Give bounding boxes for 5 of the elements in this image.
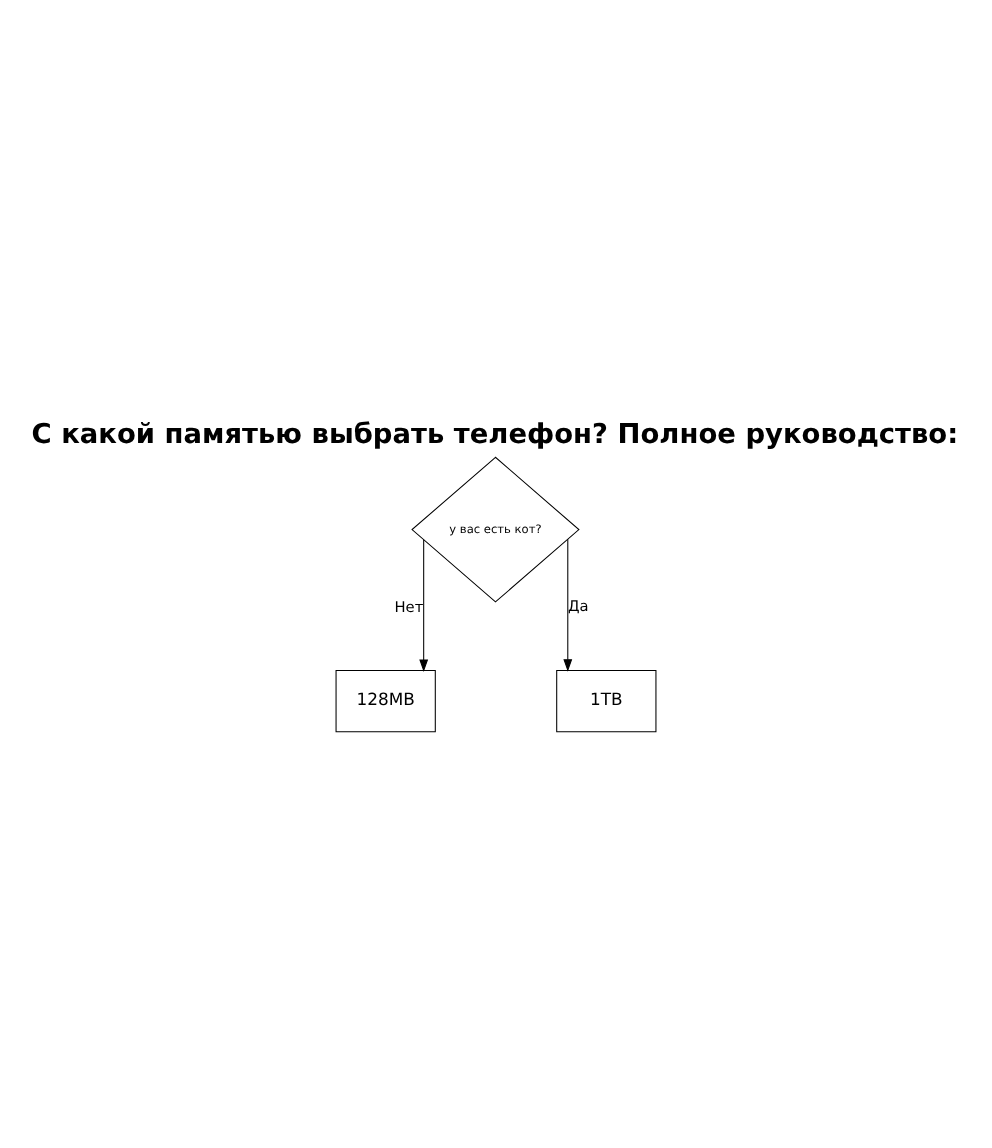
node-box: 128MB xyxy=(335,669,436,732)
arrow xyxy=(419,538,429,672)
diagram-title: С какой памятью выбрать телефон? Полное руководство: xyxy=(31,418,959,451)
node-box: 1TB xyxy=(556,669,657,732)
arrow xyxy=(563,537,573,671)
